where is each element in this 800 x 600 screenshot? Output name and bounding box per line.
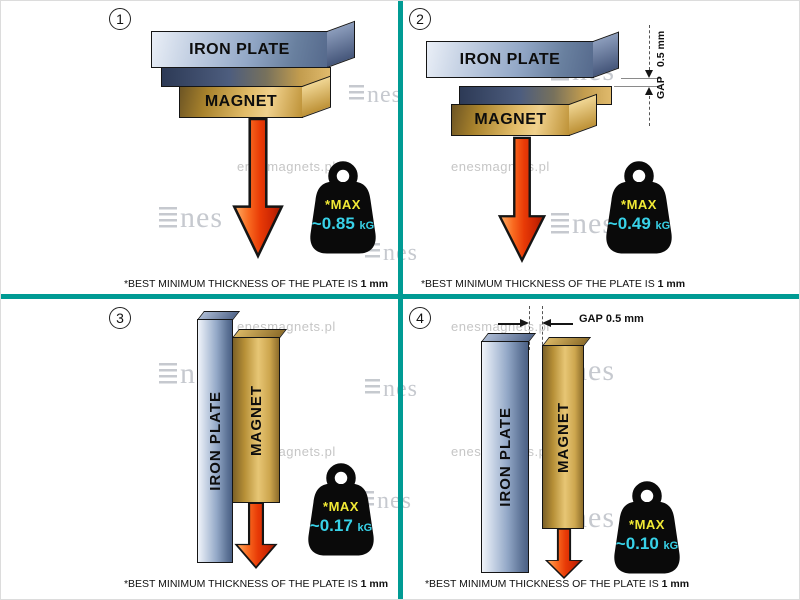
force-value: ~0.10 kG <box>607 534 687 554</box>
gap-arrow-right-icon <box>520 319 529 327</box>
watermark-logo-text: nes <box>367 82 402 108</box>
magnet-label: MAGNET <box>554 401 572 473</box>
gap-label: GAP 0.5 mm <box>655 31 667 99</box>
force-value-number: ~0.10 <box>615 534 659 553</box>
gap-dimension-line <box>649 25 650 70</box>
gap-dimension-line <box>542 306 543 350</box>
weight-icon: *MAX ~0.49 kG <box>599 159 679 259</box>
magnet-label: MAGNET <box>474 111 547 128</box>
gap-dimension-line <box>649 96 650 126</box>
footnote-bold: 1 mm <box>661 578 690 590</box>
watermark-logo: nes <box>365 377 418 401</box>
iron-plate: IRON PLATE <box>426 41 594 78</box>
force-unit: kG <box>357 522 373 534</box>
enes-logo-icon <box>365 379 380 397</box>
force-value: ~0.49 kG <box>599 214 679 234</box>
gap-label: GAP 0.5 mm <box>579 313 644 325</box>
footnote-text: *BEST MINIMUM THICKNESS OF THE PLATE IS <box>123 278 358 290</box>
force-value: ~0.85 kG <box>303 214 383 234</box>
magnet: MAGNET <box>179 86 303 118</box>
step-number: 4 <box>409 307 431 329</box>
magnet-label: MAGNET <box>247 384 265 456</box>
max-label: *MAX <box>629 517 665 532</box>
magnet-label: MAGNET <box>204 93 278 110</box>
watermark-logo-text: nes <box>180 201 223 234</box>
gap-word: GAP <box>579 313 603 325</box>
footnote: *BEST MINIMUM THICKNESS OF THE PLATE IS … <box>91 578 421 590</box>
force-arrow <box>234 502 278 569</box>
footnote: *BEST MINIMUM THICKNESS OF THE PLATE IS … <box>401 278 705 290</box>
force-arrow <box>544 528 584 579</box>
gap-extension-line <box>614 86 662 87</box>
gap-arrow-down-icon <box>645 70 653 78</box>
kettlebell-shape <box>310 161 376 254</box>
iron-plate: IRON PLATE <box>481 341 529 573</box>
footnote-text: *BEST MINIMUM THICKNESS OF THE PLATE IS <box>420 278 655 290</box>
gap-arrow-line <box>498 323 520 325</box>
kettlebell-shape <box>614 481 680 574</box>
iron-plate: IRON PLATE <box>151 31 328 68</box>
enes-logo-icon <box>349 85 364 103</box>
footnote-text: *BEST MINIMUM THICKNESS OF THE PLATE IS <box>123 578 358 590</box>
watermark-logo: nes <box>349 83 402 107</box>
step-number: 1 <box>109 8 131 30</box>
iron-plate-side-face <box>327 20 355 68</box>
footnote: *BEST MINIMUM THICKNESS OF THE PLATE IS … <box>405 578 709 590</box>
watermark-site: enesmagnets.pl <box>451 319 550 334</box>
magnet: MAGNET <box>451 104 570 136</box>
enes-logo-icon <box>551 213 569 235</box>
force-value-number: ~0.49 <box>607 214 651 233</box>
enes-logo-icon <box>159 363 177 385</box>
enes-logo-icon <box>159 207 177 229</box>
force-arrow <box>497 136 547 263</box>
force-unit: kG <box>655 220 671 232</box>
force-value: ~0.17 kG <box>301 516 381 536</box>
kettlebell-shape <box>308 463 374 556</box>
force-value-number: ~0.85 <box>311 214 355 233</box>
magnet: MAGNET <box>232 337 280 503</box>
max-label: *MAX <box>325 197 361 212</box>
weight-icon: *MAX ~0.10 kG <box>607 479 687 579</box>
footnote: *BEST MINIMUM THICKNESS OF THE PLATE IS … <box>91 278 421 290</box>
footnote-text: *BEST MINIMUM THICKNESS OF THE PLATE IS <box>424 578 659 590</box>
gap-dimension-line <box>529 306 530 350</box>
footnote-bold: 1 mm <box>360 578 389 590</box>
iron-plate-side-face <box>593 31 619 78</box>
iron-plate-label: IRON PLATE <box>496 407 514 507</box>
gap-word: GAP <box>655 76 667 99</box>
iron-plate: IRON PLATE <box>197 319 233 563</box>
max-label: *MAX <box>621 197 657 212</box>
watermark-logo-text: nes <box>377 488 412 514</box>
weight-icon: *MAX ~0.17 kG <box>301 461 381 561</box>
gap-arrow-left-icon <box>542 319 551 327</box>
divider-vertical <box>398 1 403 599</box>
max-label: *MAX <box>323 499 359 514</box>
gap-arrow-up-icon <box>645 87 653 95</box>
kettlebell-shape <box>606 161 672 254</box>
watermark-logo: nes <box>159 203 223 233</box>
gap-value: 0.5 mm <box>605 313 644 325</box>
force-arrow <box>232 117 284 259</box>
gap-extension-line <box>621 78 662 79</box>
force-unit: kG <box>663 540 679 552</box>
force-value-number: ~0.17 <box>309 516 353 535</box>
footnote-bold: 1 mm <box>360 278 389 290</box>
gap-value: 0.5 mm <box>655 31 667 68</box>
iron-plate-label: IRON PLATE <box>189 40 290 58</box>
step-number: 2 <box>409 8 431 30</box>
step-number: 3 <box>109 307 131 329</box>
iron-plate-label: IRON PLATE <box>206 391 224 491</box>
footnote-bold: 1 mm <box>657 278 686 290</box>
iron-plate-label: IRON PLATE <box>459 50 561 68</box>
weight-icon: *MAX ~0.85 kG <box>303 159 383 259</box>
gap-arrow-line <box>551 323 573 325</box>
force-unit: kG <box>359 220 375 232</box>
divider-horizontal <box>1 294 799 299</box>
magnet: MAGNET <box>542 345 584 529</box>
